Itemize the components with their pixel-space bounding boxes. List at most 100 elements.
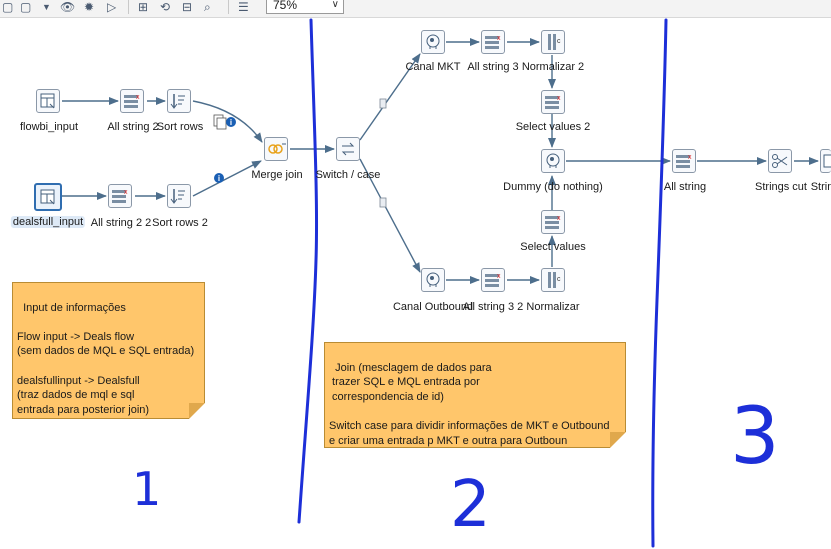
dummy-head-icon [426, 34, 440, 49]
svg-text:x: x [497, 35, 501, 42]
dummy-head-icon [426, 272, 440, 287]
step-label: flowbi_input [19, 121, 79, 133]
step-label: Dummy (do nothing) [503, 181, 603, 193]
hand-divider-group [297, 18, 668, 548]
debug-bug-icon[interactable]: ✹ [84, 0, 95, 14]
svg-text:x: x [688, 154, 692, 161]
select-values-icon: x [124, 94, 140, 108]
step-switch-case[interactable] [336, 137, 360, 161]
chevron-down-icon: ∨ [331, 0, 339, 10]
info-icon: i [226, 117, 236, 127]
dummy-head-icon [546, 153, 560, 168]
grid-icon[interactable]: ☰ [238, 0, 249, 14]
note-fold [189, 403, 205, 419]
step-normalizar[interactable]: c [541, 268, 565, 292]
toolbar-separator [128, 0, 129, 14]
chevron-down-icon[interactable]: ▼ [42, 2, 51, 12]
section-number: 1 [132, 462, 162, 516]
preview-eye-icon[interactable]: 👁 [60, 0, 76, 14]
step-all-string-3-2[interactable]: x [481, 268, 505, 292]
sticky-note[interactable]: Join (mesclagem de dados para trazer SQL… [324, 342, 626, 448]
zoom-select[interactable]: 75% ∨ [266, 0, 344, 14]
normaliser-icon: c [548, 272, 561, 288]
step-label: Normalizar [526, 301, 580, 313]
step-all-string-3[interactable]: x [481, 30, 505, 54]
sticky-note[interactable]: Input de informações Flow input -> Deals… [12, 282, 205, 419]
step-label: All string 2 2 [90, 217, 152, 229]
step-flowbi-input[interactable] [36, 89, 60, 113]
select-values-icon: x [545, 215, 561, 229]
step-icon-partial [823, 154, 831, 168]
select-values-icon: x [545, 95, 561, 109]
hop-condition-icon [379, 98, 387, 208]
select-values-icon: x [485, 35, 501, 49]
step-label: Sort rows 2 [152, 217, 208, 229]
explore-icon[interactable]: ⌕ [204, 0, 211, 14]
svg-text:x: x [136, 94, 140, 101]
step-select-values[interactable]: x [541, 210, 565, 234]
check-icon[interactable]: ⊞ [138, 0, 149, 14]
svg-text:c: c [557, 276, 561, 283]
step-label: All string 3 [467, 61, 519, 73]
select-values-icon: x [676, 154, 692, 168]
step-sort-rows[interactable] [167, 89, 191, 113]
step-merge-join[interactable] [264, 137, 288, 161]
section-number: 2 [450, 468, 491, 542]
svg-text:x: x [124, 189, 128, 196]
toolbar-separator [228, 0, 229, 14]
svg-text:c: c [557, 38, 561, 45]
switch-case-icon [341, 142, 355, 156]
zoom-value: 75% [273, 0, 298, 12]
note-text: Join (mesclagem de dados para trazer SQL… [329, 361, 610, 447]
step-canal-outbound[interactable] [421, 268, 445, 292]
step-label: Switch / case [315, 169, 381, 181]
step-sort-rows-2[interactable] [167, 184, 191, 208]
step-label: Canal Outbound [392, 301, 474, 313]
step-dummy[interactable] [541, 149, 565, 173]
toolbar: ▢ ▢ ▼ 👁 ✹ ▷ ⊞ ⟲ ⊟ ⌕ ☰ 75% ∨ [0, 0, 831, 18]
note-text: Input de informações Flow input -> Deals… [17, 301, 195, 416]
svg-text:x: x [497, 273, 501, 280]
hand-divider-line [651, 18, 668, 548]
sort-rows-icon [170, 189, 185, 204]
table-input-icon [40, 93, 55, 109]
step-strings-cut[interactable] [768, 149, 792, 173]
step-canal-mkt[interactable] [421, 30, 445, 54]
normaliser-icon: c [548, 34, 561, 50]
hand-divider-line [297, 18, 319, 524]
step-all-string[interactable]: x [672, 149, 696, 173]
hop [192, 100, 263, 143]
step-strings-partial[interactable] [820, 149, 831, 173]
step-label: Strings cut [755, 181, 807, 193]
hop-group [62, 38, 819, 284]
step-dealsfull-input[interactable] [34, 183, 62, 211]
step-label: Sort rows [156, 121, 204, 133]
step-normalizar-2[interactable]: c [541, 30, 565, 54]
step-all-string-2[interactable]: x [120, 89, 144, 113]
hop [192, 160, 262, 197]
run-play-icon[interactable]: ▷ [107, 0, 117, 14]
scissors-icon [772, 154, 788, 168]
sql-icon[interactable]: ⊟ [182, 0, 193, 14]
svg-text:i: i [230, 118, 232, 127]
step-select-values-2[interactable]: x [541, 90, 565, 114]
svg-text:x: x [557, 95, 561, 102]
select-values-icon: x [485, 273, 501, 287]
step-label: All string 3 2 [462, 301, 524, 313]
step-label: dealsfull_input [10, 216, 86, 228]
note-fold [610, 432, 626, 448]
step-label: All string 2 [107, 121, 159, 133]
step-label: Canal MKT [405, 61, 461, 73]
dropdown-arrow-icon[interactable]: ▢ [20, 0, 32, 14]
step-label: Select values [520, 241, 586, 253]
step-all-string-2-2[interactable]: x [108, 184, 132, 208]
step-label: All string [663, 181, 707, 193]
impact-icon[interactable]: ⟲ [160, 0, 171, 14]
table-input-icon [40, 189, 55, 205]
hop-copy-icon [213, 114, 227, 130]
sort-rows-icon [170, 94, 185, 109]
window-icon[interactable]: ▢ [2, 0, 14, 14]
hop [359, 158, 421, 273]
step-label: Merge join [251, 169, 303, 181]
